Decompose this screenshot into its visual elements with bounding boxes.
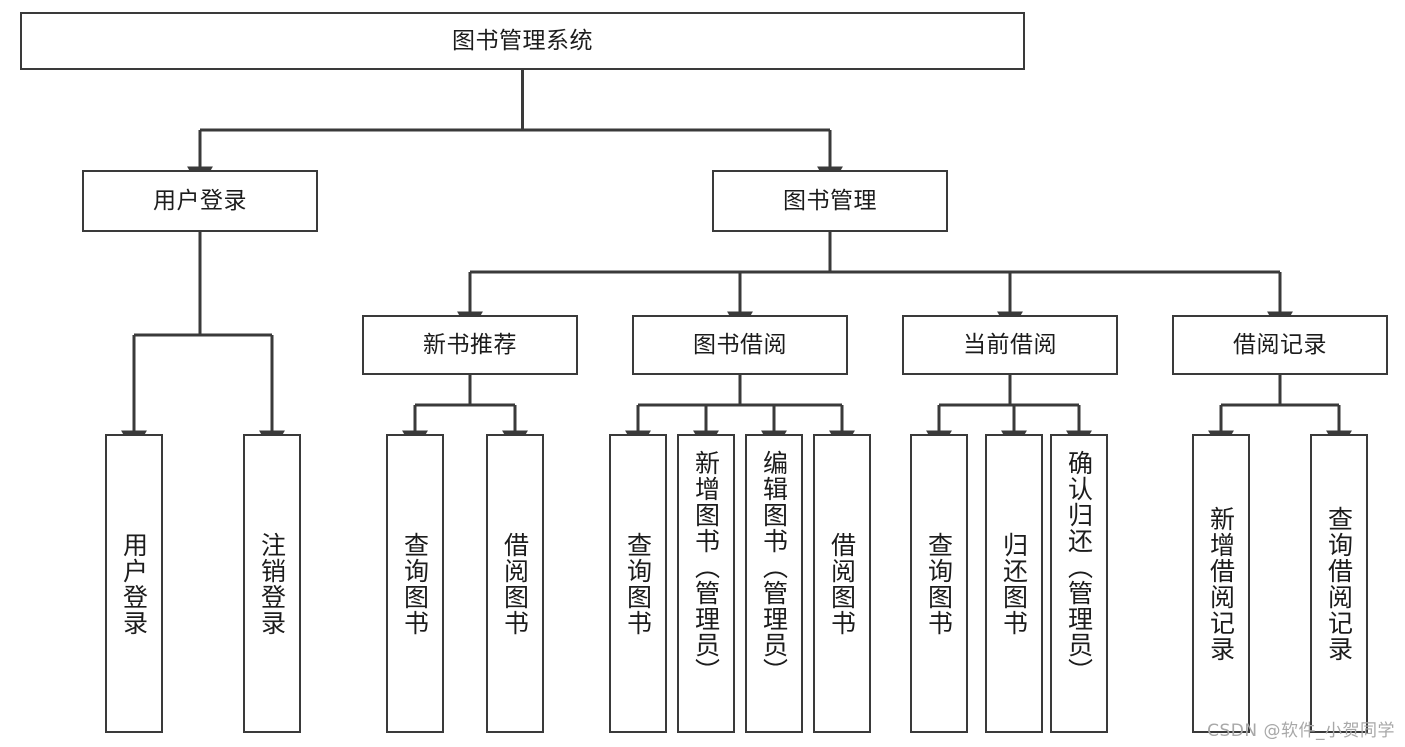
node-leaf-query-record[interactable]: 查询借阅记录 <box>1310 434 1368 733</box>
node-leaf-confirm-return[interactable]: 确认归还（管理员） <box>1050 434 1108 733</box>
node-label-new-book-rec: 新书推荐 <box>423 331 517 358</box>
node-label-leaf-user-login: 用户登录 <box>119 531 149 636</box>
edges-group <box>121 70 1352 453</box>
node-label-leaf-add-book: 新增图书（管理员） <box>691 450 721 684</box>
node-label-root: 图书管理系统 <box>452 27 593 54</box>
node-current-borrow[interactable]: 当前借阅 <box>902 315 1118 375</box>
node-label-leaf-query-book-1: 查询图书 <box>400 531 430 636</box>
node-leaf-edit-book[interactable]: 编辑图书（管理员） <box>745 434 803 733</box>
node-label-leaf-query-record: 查询借阅记录 <box>1324 505 1354 662</box>
node-label-book-borrow: 图书借阅 <box>693 331 787 358</box>
node-leaf-query-book-2[interactable]: 查询图书 <box>609 434 667 733</box>
node-label-leaf-return-book: 归还图书 <box>999 531 1029 636</box>
node-leaf-borrow-book-2[interactable]: 借阅图书 <box>813 434 871 733</box>
node-label-leaf-borrow-book-1: 借阅图书 <box>500 531 530 636</box>
node-borrow-record[interactable]: 借阅记录 <box>1172 315 1388 375</box>
node-leaf-user-login[interactable]: 用户登录 <box>105 434 163 733</box>
node-label-leaf-user-logout: 注销登录 <box>257 531 287 636</box>
node-leaf-user-logout[interactable]: 注销登录 <box>243 434 301 733</box>
node-label-leaf-query-book-3: 查询图书 <box>924 531 954 636</box>
node-label-leaf-confirm-return: 确认归还（管理员） <box>1064 450 1094 684</box>
node-label-current-borrow: 当前借阅 <box>963 331 1057 358</box>
node-label-borrow-record: 借阅记录 <box>1233 331 1327 358</box>
node-leaf-query-book-3[interactable]: 查询图书 <box>910 434 968 733</box>
node-label-user-login: 用户登录 <box>153 187 247 214</box>
node-leaf-add-record[interactable]: 新增借阅记录 <box>1192 434 1250 733</box>
node-label-leaf-borrow-book-2: 借阅图书 <box>827 531 857 636</box>
node-book-manage[interactable]: 图书管理 <box>712 170 948 232</box>
node-user-login[interactable]: 用户登录 <box>82 170 318 232</box>
node-label-leaf-query-book-2: 查询图书 <box>623 531 653 636</box>
node-new-book-rec[interactable]: 新书推荐 <box>362 315 578 375</box>
node-root[interactable]: 图书管理系统 <box>20 12 1025 70</box>
node-leaf-query-book-1[interactable]: 查询图书 <box>386 434 444 733</box>
node-label-leaf-edit-book: 编辑图书（管理员） <box>759 450 789 684</box>
node-label-leaf-add-record: 新增借阅记录 <box>1206 505 1236 662</box>
node-leaf-borrow-book-1[interactable]: 借阅图书 <box>486 434 544 733</box>
node-leaf-return-book[interactable]: 归还图书 <box>985 434 1043 733</box>
node-label-book-manage: 图书管理 <box>783 187 877 214</box>
node-book-borrow[interactable]: 图书借阅 <box>632 315 848 375</box>
node-leaf-add-book[interactable]: 新增图书（管理员） <box>677 434 735 733</box>
